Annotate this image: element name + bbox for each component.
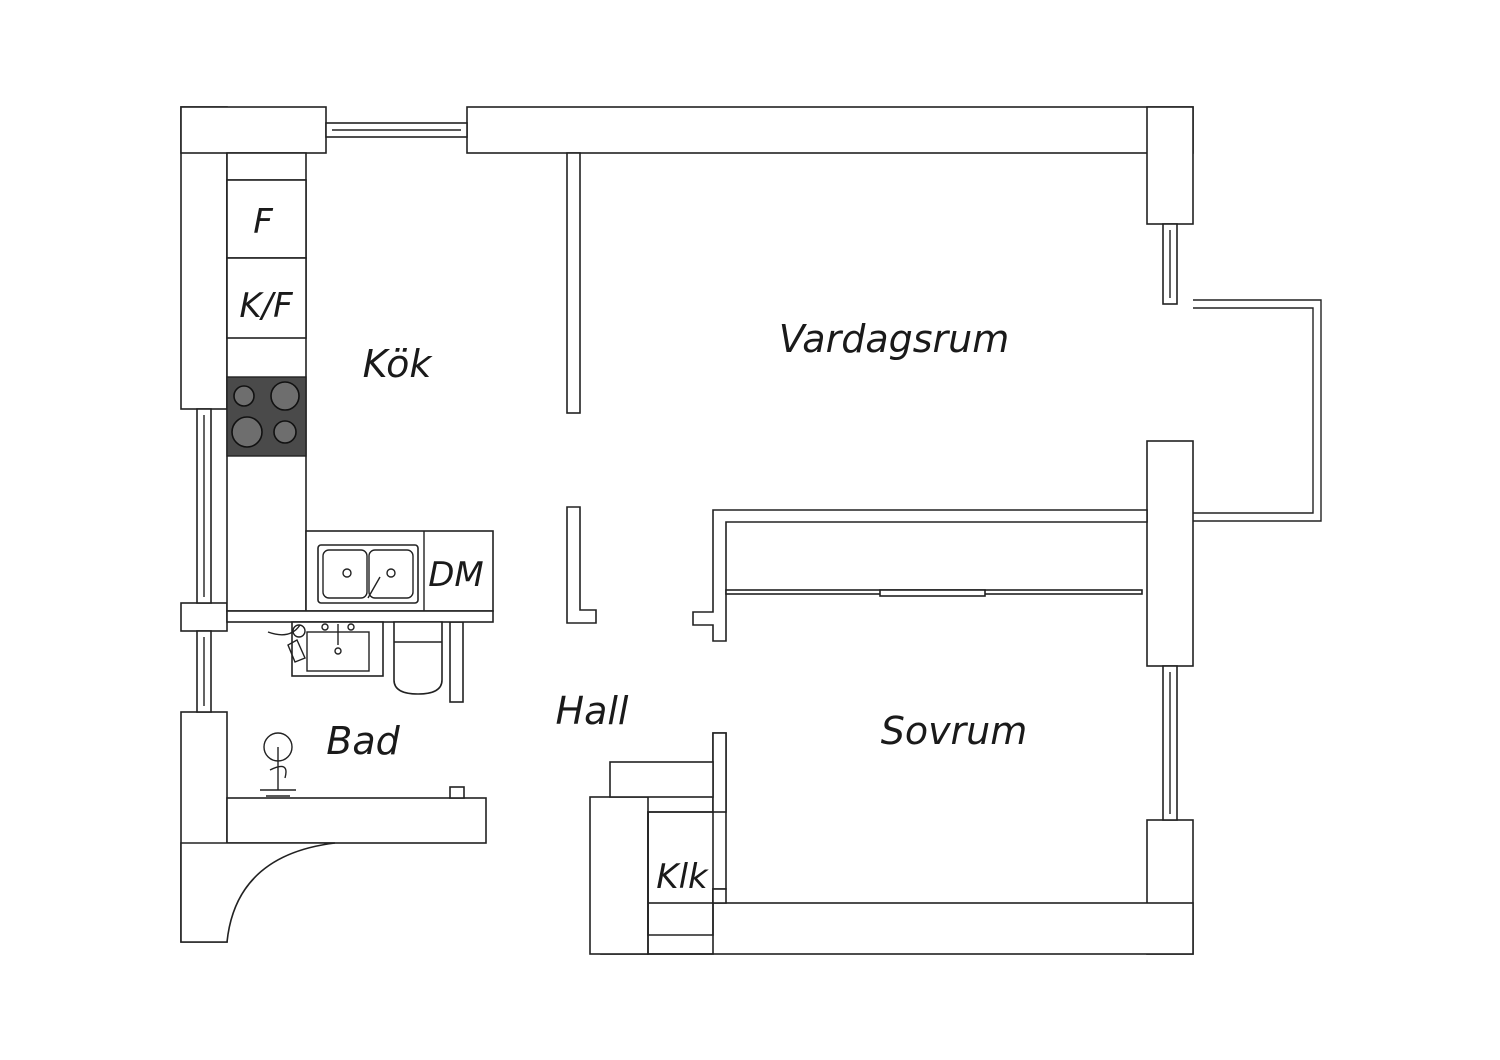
stove-burner-icon [273, 420, 297, 444]
windows [196, 122, 1178, 821]
sink-drain-icon [342, 568, 352, 578]
top-wall-right [466, 106, 1194, 154]
double-sink [317, 544, 419, 604]
washbasin-drain-icon [334, 647, 342, 655]
room-label-living-room: Vardagsrum [779, 317, 1010, 361]
bathroom-wall-notch [449, 786, 465, 799]
room-labels: Kök Vardagsrum Hall Bad Sovrum Klk [326, 317, 1027, 897]
bathroom-bottom-wall [226, 797, 487, 844]
interior-walls [449, 152, 1148, 936]
freezer-label: F [253, 202, 273, 242]
kitchen-living-wall-upper [566, 152, 581, 414]
room-label-closet: Klk [656, 857, 709, 897]
kitchen-hall-wall-lower [566, 506, 597, 624]
sink-drain-icon [386, 568, 396, 578]
dishwasher-label: DM [428, 555, 484, 595]
left-wall-middle [180, 602, 228, 632]
freezer [226, 179, 307, 259]
stove-burner-icon [270, 381, 300, 411]
stove-burner-icon [233, 385, 255, 407]
top-wall-left [180, 106, 327, 154]
fridge-freezer [226, 257, 307, 339]
living-bedroom-wall [692, 509, 1148, 642]
toilet-paper-icon [267, 624, 306, 663]
bathroom-fixtures [226, 610, 494, 797]
balcony-inner [1193, 307, 1314, 514]
balcony [1193, 299, 1322, 522]
left-wall-top [180, 106, 228, 410]
fridge-freezer-label: K/F [239, 286, 293, 326]
room-label-bedroom: Sovrum [881, 709, 1028, 753]
kitchen-fixtures: F K/F DM [226, 152, 494, 612]
bedroom-hall-wall-upper [712, 732, 727, 813]
right-wall-top [1146, 106, 1194, 225]
room-label-kitchen: Kök [363, 342, 434, 386]
bathroom-top-wall [226, 610, 494, 623]
stove-burner-icon [231, 416, 263, 448]
hall-shelf [609, 761, 714, 798]
bathroom-hall-wall [449, 621, 464, 703]
room-label-bathroom: Bad [326, 719, 400, 763]
faucet-icon [367, 576, 381, 599]
bedroom-hall-wall-lower [712, 888, 727, 904]
sink-basin-right [368, 549, 414, 599]
shower-hose-icon [260, 747, 296, 797]
balcony-outer [1193, 299, 1322, 522]
outer-walls [180, 106, 1194, 955]
bottom-wall [600, 902, 1194, 955]
right-wall-middle [1146, 440, 1194, 667]
room-label-hall: Hall [556, 689, 629, 733]
wardrobe-sliding-door [879, 589, 986, 597]
sink-basin-left [322, 549, 368, 599]
toilet [393, 621, 443, 695]
stairwell-curve [180, 842, 336, 943]
bottom-wall-hall [589, 796, 649, 955]
